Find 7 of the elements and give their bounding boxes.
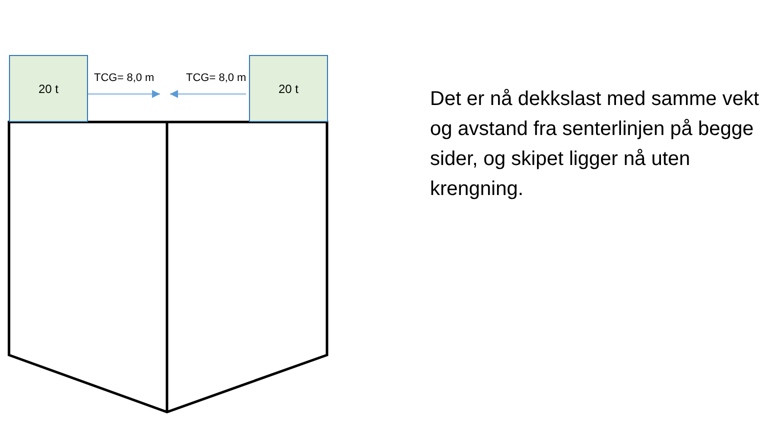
dimension-label: TCG= 8,0 m: [186, 72, 246, 84]
cargo-block: [249, 55, 328, 122]
weight-label: 20 t: [278, 82, 298, 96]
cargo-block: [9, 55, 88, 122]
weight-label: 20 t: [38, 82, 58, 96]
description-text: Det er nå dekkslast med samme vekt og avstand fra senterlinjen på begge sider, og skipet ligger nå uten krengning.: [430, 87, 760, 202]
dimension-label: TCG= 8,0 m: [94, 72, 154, 84]
